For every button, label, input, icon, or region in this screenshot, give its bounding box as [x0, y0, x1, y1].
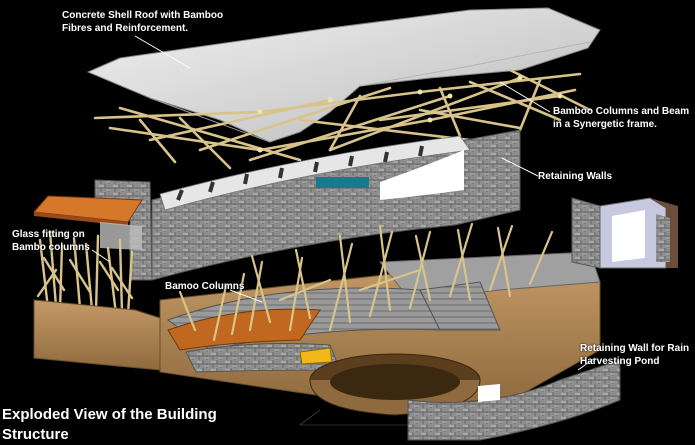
roof-shell [86, 7, 601, 143]
label-bamboo-frame: Bamboo Columns and Beam in a Synergetic … [553, 106, 690, 130]
leader-lines [91, 35, 596, 371]
label-retaining-walls: Retaining Walls [538, 171, 613, 182]
pavilion-bamboo-columns [36, 230, 134, 316]
figure-caption: Exploded View of the Building Structure [2, 406, 217, 443]
window-accent [316, 177, 369, 188]
label-glass-fitting: Glass fitting on Bambo columns [12, 229, 90, 253]
pond-retaining-wall [407, 359, 621, 441]
amphitheatre-steps [166, 281, 501, 373]
bamboo-joints [257, 75, 563, 153]
label-pond-wall: Retaining Wall for Rain Harvesting Pond [580, 343, 690, 367]
label-bamboo-columns: Bamoo Columns [165, 281, 245, 292]
exploded-retaining-walls [571, 197, 678, 269]
label-roof: Concrete Shell Roof with Bamboo Fibres a… [62, 10, 224, 34]
amphitheatre-bamboo-columns [178, 222, 554, 342]
glass-pavilion [32, 195, 143, 250]
upper-retaining-wall [151, 129, 521, 281]
bamboo-frame [93, 68, 592, 170]
